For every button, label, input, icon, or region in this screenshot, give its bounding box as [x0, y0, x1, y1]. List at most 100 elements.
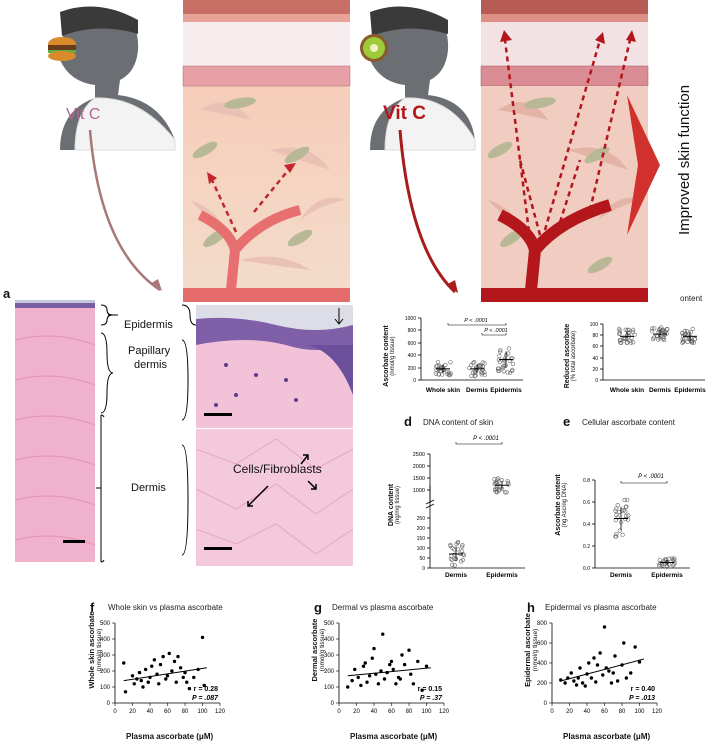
data-point: [500, 365, 505, 371]
skin-cross-section-low: [182, 0, 351, 302]
data-point: [146, 680, 150, 684]
chart-d-ytick: 100: [417, 546, 426, 552]
data-point: [443, 362, 448, 368]
data-point: [633, 645, 637, 649]
x-tick-label: 120: [652, 709, 663, 715]
data-point: [460, 544, 465, 549]
data-point: [580, 681, 585, 685]
data-point: [506, 346, 511, 351]
data-point: [363, 661, 367, 665]
data-point: [626, 513, 631, 518]
chart-d-dots: [448, 476, 511, 568]
data-point: [656, 337, 661, 342]
data-point: [473, 373, 478, 378]
x-tick-label: 80: [182, 709, 189, 715]
data-point: [447, 370, 452, 375]
data-point: [469, 373, 474, 379]
y-tick-label: 200: [537, 681, 548, 687]
data-point: [192, 675, 196, 680]
data-point: [123, 690, 128, 694]
data-point: [411, 682, 416, 686]
data-point: [510, 356, 515, 361]
chart-d-ytick: 150: [417, 536, 426, 542]
data-point: [178, 666, 183, 670]
data-point: [501, 363, 506, 368]
chart-c: 0 20 40 60 80 100 Whole skin Dermis Epid…: [590, 322, 706, 394]
chart-d-ylabel: DNA content (ng/mg tissue): [388, 465, 401, 545]
data-point: [629, 671, 633, 675]
chart-d-ytick: 250: [417, 516, 426, 522]
data-point: [480, 360, 485, 365]
data-point: [661, 559, 666, 564]
chart-e-ytick: 0.6: [583, 500, 590, 506]
data-point: [661, 336, 666, 341]
x-tick-label: 20: [566, 709, 573, 715]
data-point: [684, 328, 690, 334]
data-point: [139, 678, 143, 683]
histology-epidermis-zoom: [196, 305, 353, 428]
data-point: [611, 671, 615, 675]
chart-e-cat: Dermis: [610, 572, 632, 579]
skin-cross-section-high: [480, 0, 649, 302]
data-point: [506, 482, 511, 487]
data-point: [592, 656, 596, 660]
kiwi-icon: [360, 34, 388, 62]
x-tick-label: 20: [353, 709, 360, 715]
data-point: [370, 656, 374, 660]
data-point: [496, 368, 502, 374]
data-point: [690, 340, 695, 345]
chart-d-ytick: 1500: [413, 476, 425, 482]
data-point: [382, 677, 387, 681]
x-tick-label: 40: [147, 709, 154, 715]
chart-c-ylabel-2: (% total ascorbate): [571, 330, 577, 382]
data-point: [165, 674, 170, 678]
data-point: [433, 371, 438, 376]
data-point: [510, 367, 515, 372]
data-point: [470, 370, 475, 375]
data-point: [497, 354, 502, 359]
chart-d-p: P < .0001: [473, 436, 499, 442]
data-point: [574, 683, 579, 687]
fit-line: [347, 667, 431, 677]
data-point: [388, 662, 392, 667]
scatter-h-ylabel-1: Epidermal ascorbate: [523, 613, 532, 687]
arrow-low: [88, 129, 161, 292]
fit-line: [123, 667, 207, 682]
data-point: [420, 688, 424, 692]
data-point: [482, 372, 487, 378]
data-point: [455, 540, 460, 545]
data-point: [361, 664, 366, 668]
chart-b-ylabel-2: (nmol/g tissue): [390, 336, 396, 376]
y-tick-label: 400: [537, 661, 548, 667]
y-tick-label: 500: [324, 621, 335, 627]
scatter-g-ylabel: Dermal ascorbate (nmol/g tissue): [310, 610, 326, 690]
scatter-g-ylabel-2: (nmol/g tissue): [319, 628, 326, 672]
chart-b-ytick: 1000: [405, 316, 416, 322]
data-point: [620, 532, 625, 537]
r-value: r = 0.15: [418, 686, 442, 693]
x-tick-label: 120: [215, 709, 226, 715]
data-point: [613, 508, 618, 513]
data-point: [682, 337, 687, 342]
data-point: [614, 534, 619, 539]
data-point: [510, 361, 515, 367]
data-point: [622, 497, 627, 503]
data-point: [657, 562, 662, 567]
data-point: [172, 659, 177, 664]
data-point: [498, 349, 503, 354]
child-eating-kiwi-figure: [370, 6, 476, 151]
scatter-g-ylabel-1: Dermal ascorbate: [310, 618, 319, 682]
data-point: [617, 331, 622, 336]
data-point: [583, 684, 587, 688]
vit-c-label-right: Vit C: [383, 103, 426, 124]
data-point: [672, 562, 677, 567]
chart-e-ytick: 0.0: [583, 566, 590, 572]
data-point: [158, 662, 163, 667]
data-point: [453, 556, 458, 562]
data-point: [607, 669, 611, 673]
chart-b-cat: Dermis: [466, 387, 488, 394]
x-tick-label: 120: [439, 709, 450, 715]
data-point: [187, 686, 192, 691]
data-point: [141, 685, 145, 689]
